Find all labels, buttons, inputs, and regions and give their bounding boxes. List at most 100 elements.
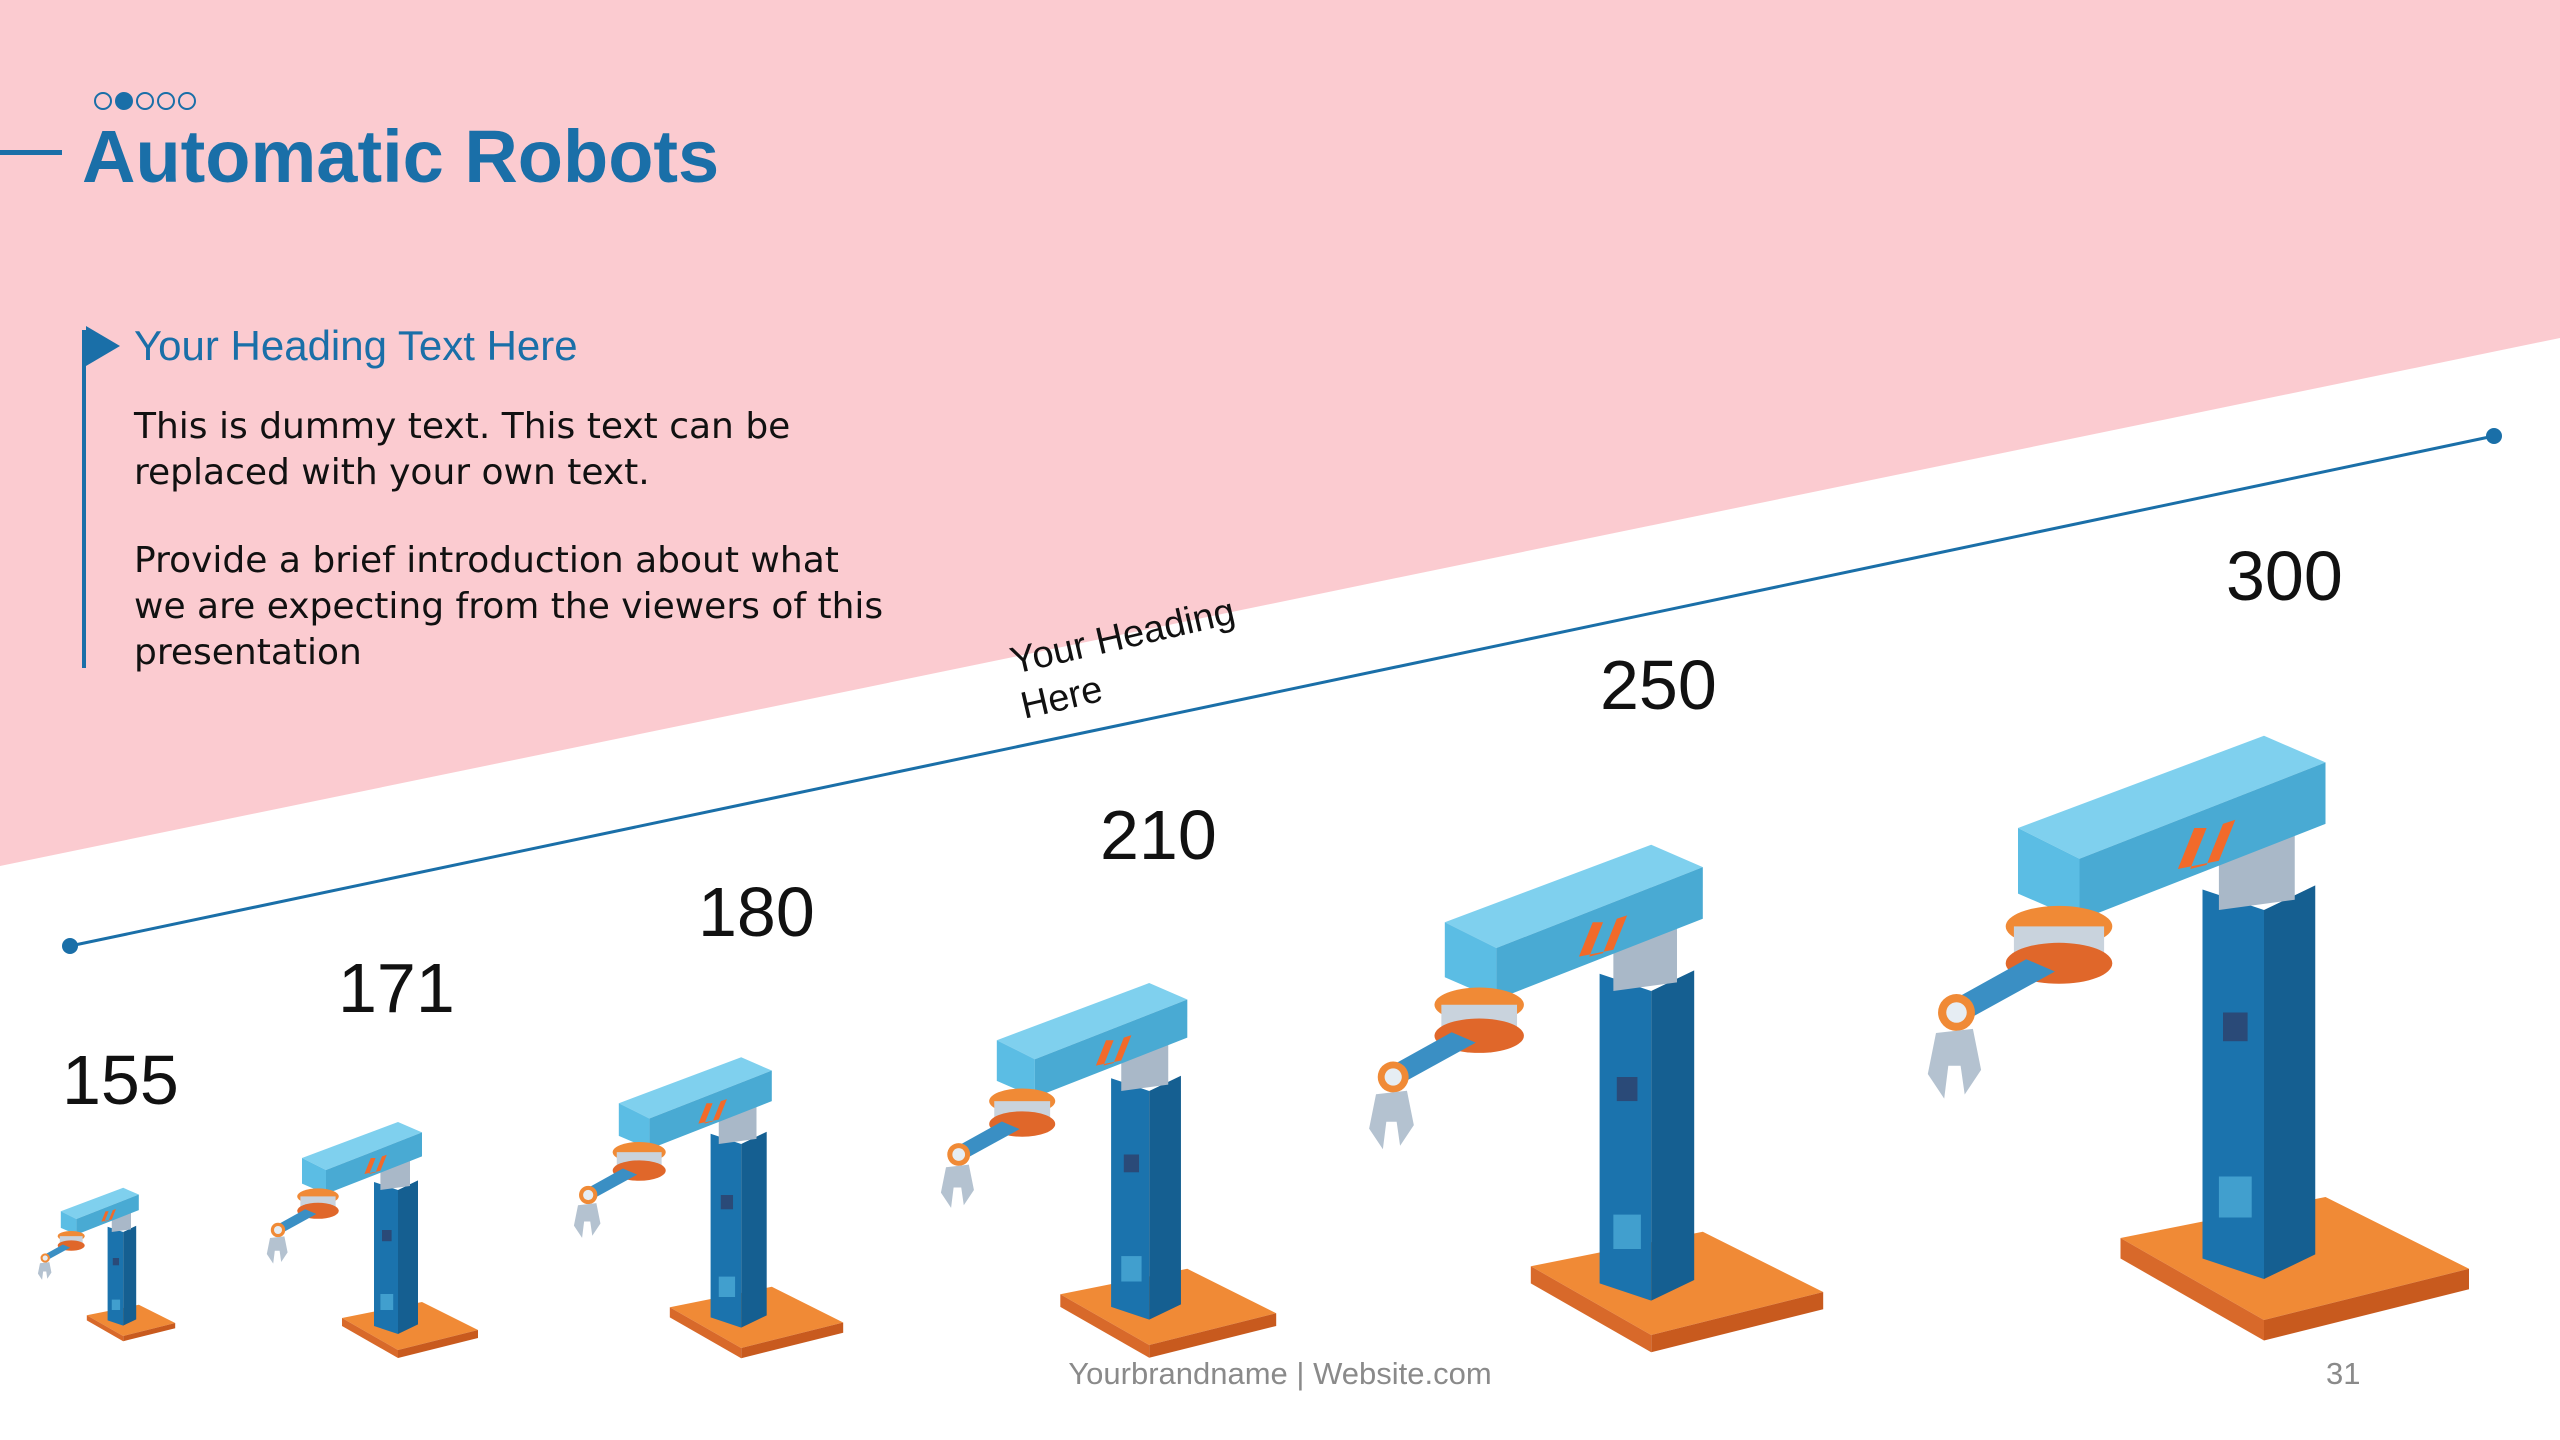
robot-beam-stripes	[364, 1154, 387, 1174]
title-accent-line	[0, 150, 62, 155]
robots-layer	[37, 735, 2469, 1359]
footer-brand: Yourbrandname | Website.com	[1068, 1356, 1492, 1391]
robot-beam-front	[996, 1040, 1035, 1098]
pink-band	[0, 0, 2560, 866]
robot-beam-stripes	[101, 1209, 116, 1222]
robot-column-side	[123, 1225, 137, 1326]
robot-beam-top	[996, 983, 1188, 1060]
progress-dot-3	[136, 92, 154, 110]
robot-wrist-cap	[42, 1255, 48, 1261]
robot-arm	[586, 1168, 638, 1198]
robot-beam-front	[618, 1103, 650, 1150]
robot-wrist-cap	[1946, 1002, 1967, 1023]
progress-dot-4	[157, 92, 175, 110]
robot-panel-icon	[1123, 1154, 1140, 1173]
robot-arm	[44, 1244, 71, 1260]
robot-wrist-cap	[583, 1189, 594, 1201]
robot-panel-icon	[112, 1258, 120, 1266]
robot-gripper-icon	[266, 1236, 288, 1264]
robot-beam-stripes	[1095, 1035, 1132, 1066]
robot-beam-top	[2018, 735, 2326, 859]
trend-line-end-dot	[2486, 428, 2502, 444]
robot-beam-side	[76, 1194, 139, 1235]
robot-vent-icon	[1121, 1256, 1142, 1282]
robot-column-side	[2264, 885, 2316, 1279]
robot-base-plate-front	[342, 1318, 398, 1358]
progress-dot-5	[178, 92, 196, 110]
robot-column-side	[1651, 970, 1695, 1301]
robot-arm	[276, 1209, 317, 1232]
robot-panel-icon	[2223, 1012, 2248, 1042]
progress-dot-1	[94, 92, 112, 110]
robot-beam-stripes	[2177, 819, 2236, 869]
robot-base-plate-front	[669, 1307, 742, 1359]
heading-flag-icon	[86, 326, 120, 366]
robot-wrist-cap	[1384, 1068, 1402, 1086]
robot-column-front	[2202, 889, 2264, 1279]
robot-arm	[956, 1121, 1020, 1158]
trend-line	[69, 434, 2495, 948]
robot-base-plate-front	[1530, 1266, 1652, 1353]
robot-gripper-icon	[1927, 1028, 1982, 1099]
robot-column-side	[398, 1180, 418, 1334]
progress-dots	[94, 92, 196, 110]
robot-wrist-cap	[952, 1148, 966, 1161]
robot-base-plate-front	[86, 1315, 124, 1342]
robot-base-plate-side	[123, 1323, 176, 1342]
robot-base-plate-side	[1651, 1292, 1824, 1353]
robot-value-4: 210	[1100, 796, 1217, 874]
robot-beam-stripes	[698, 1099, 727, 1124]
robot-wrist-cap	[274, 1226, 282, 1234]
robot-3	[573, 1057, 844, 1359]
robot-column-front	[710, 1133, 742, 1328]
robot-beam-front	[60, 1211, 77, 1235]
robot-beam-front	[1444, 922, 1497, 1000]
robot-arm	[1389, 1032, 1476, 1081]
robot-base-plate-side	[1149, 1313, 1277, 1358]
robot-value-2: 171	[338, 949, 455, 1027]
robot-beam-top	[1444, 844, 1703, 948]
robot-base-plate-front	[2120, 1238, 2264, 1341]
slide-title: Automatic Robots	[82, 115, 720, 198]
robot-column-front	[374, 1182, 398, 1334]
robot-gripper-icon	[37, 1262, 52, 1280]
trend-line-start-dot	[62, 938, 78, 954]
robot-2	[266, 1122, 478, 1358]
robot-column-front	[1599, 973, 1652, 1301]
robot-beam-side	[326, 1132, 422, 1194]
text-block-bar	[82, 330, 86, 668]
robot-beam-stripes	[1578, 915, 1628, 957]
robot-beam-top	[302, 1122, 422, 1170]
robot-beam-top	[60, 1187, 139, 1219]
robot-value-6: 300	[2226, 537, 2343, 615]
robot-beam-side	[1496, 867, 1703, 1000]
robot-beam-front	[302, 1158, 326, 1194]
robot-base-plate-side	[398, 1330, 478, 1358]
robot-base-plate-side	[2264, 1268, 2469, 1341]
robot-value-3: 180	[698, 873, 815, 951]
robot-arm	[1952, 959, 2055, 1017]
paragraph-1: This is dummy text. This text can be rep…	[134, 406, 791, 493]
page-number: 31	[2326, 1356, 2361, 1391]
robot-column-front	[1111, 1078, 1150, 1320]
robot-beam-side	[1034, 999, 1188, 1098]
robot-beam-side	[2079, 762, 2326, 921]
robot-value-1: 155	[62, 1041, 179, 1119]
robot-beam-front	[2018, 828, 2080, 921]
robot-panel-icon	[720, 1195, 734, 1210]
robot-beam-top	[618, 1057, 772, 1119]
robot-6	[1927, 735, 2469, 1341]
robot-5	[1369, 844, 1824, 1353]
robot-base-plate-front	[1060, 1294, 1150, 1358]
robot-vent-icon	[380, 1294, 394, 1310]
robot-panel-icon	[382, 1230, 392, 1242]
robot-gripper-icon	[573, 1203, 601, 1238]
robot-column-side	[741, 1131, 767, 1328]
robot-1	[37, 1187, 176, 1342]
robot-column-front	[107, 1226, 124, 1326]
robot-vent-icon	[1613, 1214, 1641, 1249]
paragraph-2: Provide a brief introduction about what …	[134, 540, 884, 673]
robot-gripper-icon	[940, 1164, 974, 1208]
robot-beam-side	[649, 1070, 772, 1150]
